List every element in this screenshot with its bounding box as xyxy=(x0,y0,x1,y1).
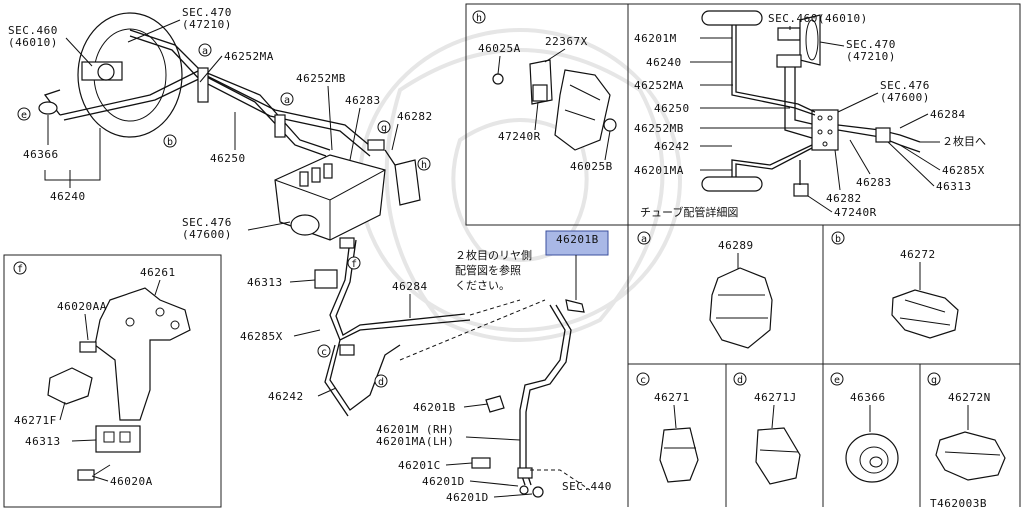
label-t-sec476-code: (47600) xyxy=(880,91,930,104)
clip-c-part: 46271 xyxy=(654,391,690,404)
clip-panel-g: g 46272N xyxy=(927,372,1006,481)
clip-panel-b: b 46272 xyxy=(831,231,959,339)
callout-g: g xyxy=(381,123,387,134)
label-t-sec460: SEC.460(46010) xyxy=(768,12,868,25)
label-t-46313: 46313 xyxy=(936,180,972,193)
label-sec470-code: (47210) xyxy=(182,18,232,31)
label-t-46201M: 46201M xyxy=(634,32,677,45)
clip-d-letter: d xyxy=(737,375,743,386)
label-t-46282: 46282 xyxy=(826,192,862,205)
label-t-46283: 46283 xyxy=(856,176,892,189)
clip-a-part: 46289 xyxy=(718,239,754,252)
clip-panel-a: a 46289 xyxy=(637,231,773,349)
main-labels: SEC.460 (46010) SEC.470 (47210) 46252MA … xyxy=(8,6,612,504)
label-46313: 46313 xyxy=(247,276,283,289)
callout-e: e xyxy=(21,110,27,121)
clip-panel-e: e 46366 xyxy=(830,372,899,483)
label-t-46250: 46250 xyxy=(654,102,690,115)
main-callouts: a a b e g h f c d xyxy=(17,43,431,388)
label-t-46284: 46284 xyxy=(930,108,966,121)
panel-h-letter: h xyxy=(476,13,482,24)
label-t-46252MB: 46252MB xyxy=(634,122,684,135)
label-46283: 46283 xyxy=(345,94,381,107)
clip-g-part: 46272N xyxy=(948,391,991,404)
label-46242: 46242 xyxy=(268,390,304,403)
callout-d: d xyxy=(378,377,384,388)
label-46201D-1: 46201D xyxy=(422,475,465,488)
label-t-sec470: SEC.470 xyxy=(846,38,896,51)
label-46201D-2: 46201D xyxy=(446,491,489,504)
label-f-46261: 46261 xyxy=(140,266,176,279)
note-line-2: 配管図を参照 xyxy=(455,263,521,277)
clip-b-part: 46272 xyxy=(900,248,936,261)
callout-h: h xyxy=(421,160,427,171)
label-46250: 46250 xyxy=(210,152,246,165)
panel-tube-detail: 46201M 46240 46252MA 46250 46252MB 46242… xyxy=(634,10,986,219)
note-line-1: ２枚目のリヤ側 xyxy=(455,248,532,262)
panel-f-letter: f xyxy=(17,264,23,275)
clip-b-letter: b xyxy=(835,234,841,245)
label-46366: 46366 xyxy=(23,148,59,161)
label-t-to-sheet2: ２枚目へ xyxy=(942,134,986,148)
label-46285X: 46285X xyxy=(240,330,283,343)
label-h-22367X: 22367X xyxy=(545,35,588,48)
label-t-46285X: 46285X xyxy=(942,164,985,177)
label-46282: 46282 xyxy=(397,110,433,123)
callout-c: c xyxy=(321,347,327,358)
clip-c-letter: c xyxy=(640,375,646,386)
label-46201MA: 46201MA(LH) xyxy=(376,435,454,448)
label-sec440: SEC.440 xyxy=(562,480,612,493)
label-t-46242: 46242 xyxy=(654,140,690,153)
label-f-46020A: 46020A xyxy=(110,475,153,488)
main-assembly xyxy=(38,12,591,498)
clip-g-letter: g xyxy=(931,375,937,386)
panel-f: f 46261 46020AA 46271F 46313 46020A xyxy=(13,261,191,488)
label-h-46025B: 46025B xyxy=(570,160,613,173)
label-h-46025A: 46025A xyxy=(478,42,521,55)
label-t-46201MA: 46201MA xyxy=(634,164,684,177)
clip-panel-c: c 46271 xyxy=(636,372,699,483)
label-t-46240: 46240 xyxy=(646,56,682,69)
callout-f: f xyxy=(351,259,357,270)
label-sec460: SEC.460 xyxy=(8,24,58,37)
label-sec476: SEC.476 xyxy=(182,216,232,229)
label-46201M: 46201M (RH) xyxy=(376,423,454,436)
label-t-47240R: 47240R xyxy=(834,206,877,219)
clip-a-letter: a xyxy=(641,234,647,245)
callout-a-mid: a xyxy=(284,95,290,106)
label-46201B-highlight: 46201B xyxy=(556,233,599,246)
label-t-46252MA: 46252MA xyxy=(634,79,684,92)
label-sec476-code: (47600) xyxy=(182,228,232,241)
clip-d-part: 46271J xyxy=(754,391,797,404)
diagram-id: T462003B xyxy=(930,497,987,510)
label-t-sec470-code: (47210) xyxy=(846,50,896,63)
clip-e-part: 46366 xyxy=(850,391,886,404)
panel-h: h 46025A 22367X 47240R 46025B xyxy=(472,10,617,173)
label-46201B-lower: 46201B xyxy=(413,401,456,414)
label-sec460-code: (46010) xyxy=(8,36,58,49)
label-f-46313: 46313 xyxy=(25,435,61,448)
highlight-46201B xyxy=(545,230,609,256)
label-46284: 46284 xyxy=(392,280,428,293)
callout-a-top: a xyxy=(202,46,208,57)
clip-panel-d: d 46271J xyxy=(733,372,801,485)
clip-e-letter: e xyxy=(834,375,840,386)
note-line-3: ください。 xyxy=(455,279,510,292)
label-46252MB: 46252MB xyxy=(296,72,346,85)
label-46201C: 46201C xyxy=(398,459,441,472)
label-h-47240R: 47240R xyxy=(498,130,541,143)
panel-frames xyxy=(3,3,1021,508)
tube-detail-caption: チューブ配管詳細図 xyxy=(640,205,738,219)
label-t-sec476: SEC.476 xyxy=(880,79,930,92)
callout-b: b xyxy=(167,137,173,148)
label-46240: 46240 xyxy=(50,190,86,203)
label-f-46020AA: 46020AA xyxy=(57,300,107,313)
label-sec470: SEC.470 xyxy=(182,6,232,19)
label-f-46271F: 46271F xyxy=(14,414,57,427)
label-46252MA: 46252MA xyxy=(224,50,274,63)
